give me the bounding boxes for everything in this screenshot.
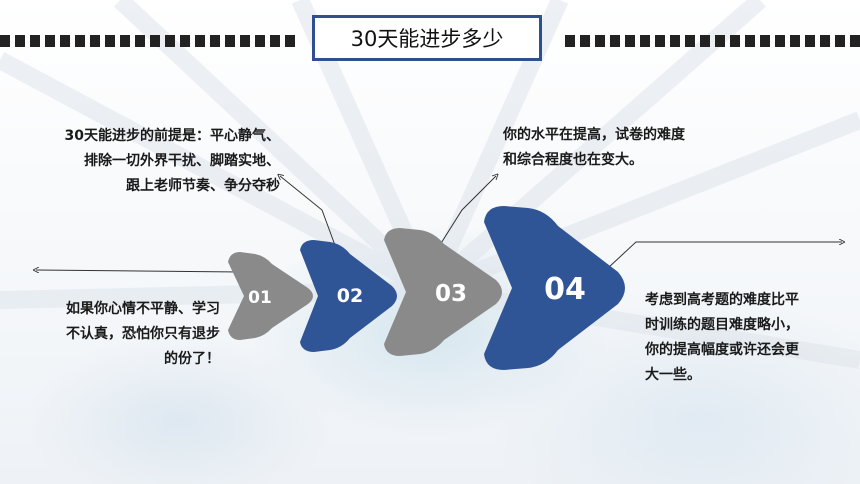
decorative-dash-left (0, 35, 300, 47)
note-line: 时训练的题目难度略小， (645, 317, 799, 333)
step-chevron-01 (228, 252, 313, 340)
note-line: 跟上老师节奏、争分夺秒 (126, 178, 280, 194)
step-number-02: 02 (337, 285, 363, 307)
note-line: 的份了！ (164, 351, 220, 367)
step-chevron-03 (384, 228, 502, 356)
note-top-left: 30天能进步的前提是：平心静气、 排除一切外界干扰、脚踏实地、 跟上老师节奏、争… (20, 124, 280, 199)
note-line: 你的提高幅度或许还会更 (645, 342, 799, 358)
note-top-right: 你的水平在提高，试卷的难度 和综合程度也在变大。 (503, 123, 783, 173)
note-bottom-right: 考虑到高考题的难度比平 时训练的题目难度略小， 你的提高幅度或许还会更 大一些。 (645, 288, 855, 388)
connector-bottom-left (36, 270, 241, 272)
note-line: 如果你心情不平静、学习 (66, 301, 220, 317)
connector-bottom-right (607, 242, 842, 269)
step-number-03: 03 (435, 281, 467, 307)
slide-title: 30天能进步多少 (312, 15, 542, 61)
note-line: 大一些。 (645, 367, 701, 383)
note-line: 你的水平在提高，试卷的难度 (503, 127, 685, 143)
step-number-01: 01 (248, 288, 272, 308)
note-line: 和综合程度也在变大。 (503, 152, 643, 168)
slide-title-text: 30天能进步多少 (350, 27, 504, 51)
note-bottom-left: 如果你心情不平静、学习 不认真，恐怕你只有退步 的份了！ (20, 297, 220, 372)
step-chevron-04 (484, 206, 625, 370)
note-line: 考虑到高考题的难度比平 (645, 292, 799, 308)
step-chevron-02 (300, 240, 397, 352)
note-line: 30天能进步的前提是：平心静气、 (64, 128, 280, 144)
note-line: 不认真，恐怕你只有退步 (66, 326, 220, 342)
decorative-dash-right (565, 35, 860, 47)
connector-top-right (437, 176, 496, 249)
note-line: 排除一切外界干扰、脚踏实地、 (84, 153, 280, 169)
connector-top-left (280, 176, 337, 249)
step-number-04: 04 (544, 272, 586, 307)
